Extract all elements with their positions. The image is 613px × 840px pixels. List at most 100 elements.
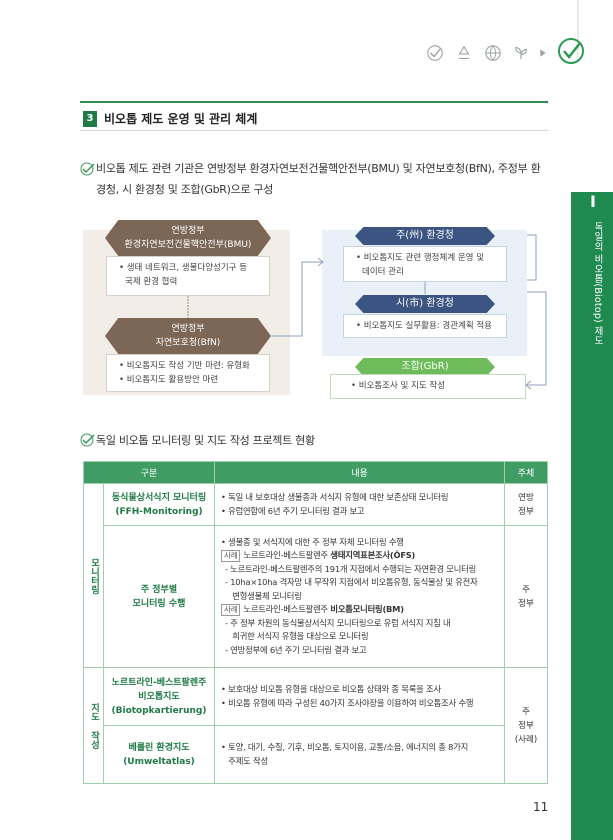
example-tag: 사례 (221, 604, 241, 617)
globe-icon (485, 45, 501, 61)
row-content: • 독일 내 보호대상 생물종과 서식지 유형에 대한 보존상태 모니터링 • … (214, 483, 505, 526)
row-content: • 보호대상 비오톱 유형을 대상으로 비오톱 상태와 종 목록을 조사 • 비… (214, 667, 505, 726)
row-subject: 주 정부 (504, 525, 548, 668)
bmu-label: 연방정부 환경자연보전건물핵안전부(BMU) (105, 220, 271, 256)
bfn-items: • 비오톱지도 작성 기반 마련: 유형화 • 비오톱지도 활용방안 마련 (106, 354, 270, 392)
content-line: - 노르트라인-베스트팔렌주의 191개 지점에서 수행되는 자연환경 모니터링 (225, 563, 477, 574)
table-row: 베를린 환경지도 (Umweltatlas) • 토양, 대기, 수질, 기후,… (84, 725, 548, 784)
table-row: 모니터링 동식물상서식지 모니터링 (FFH-Monitoring) • 독일 … (83, 483, 548, 668)
check-shield-icon (427, 45, 443, 61)
content-line: - 10ha×10ha 격자망 내 무작위 지점에서 비오톱유형, 동식물상 및… (225, 577, 478, 588)
subject-line: 정부 (518, 720, 534, 731)
bmu-title-line2: 환경자연보전건물핵안전부(BMU) (124, 240, 252, 250)
example-bold: 비오톱모니터링(BM) (330, 604, 404, 615)
subject-line: 주 (522, 584, 530, 595)
bmu-title-line1: 연방정부 (171, 226, 205, 236)
header-category: 구분 (83, 461, 215, 484)
row-name-line: 주 정부별 (140, 584, 178, 595)
content-line: 희귀한 서식지 유형을 대상으로 모니터링 (225, 631, 369, 642)
content-line: • 독일 내 보호대상 생물종과 서식지 유형에 대한 보존상태 모니터링 (221, 492, 449, 502)
table-row: 지도 작성 노르트라인-베스트팔렌주 비오톱지도 (Biotopkartieru… (83, 667, 548, 784)
monitoring-table: 구분 내용 주체 모니터링 동식물상서식지 모니터링 (FFH-Monitori… (83, 461, 548, 784)
content-line: • 토양, 대기, 수질, 기후, 비오톱, 토지이용, 교통/소음, 에너지의… (221, 742, 469, 752)
recycle-icon (458, 45, 470, 59)
bfn-item-2: • 비오톱지도 활용방안 마련 (119, 375, 219, 385)
union-label: 조합(GbR) (355, 358, 495, 376)
bmu-item-1: • 생태 네트워크, 생물다양성기구 등 (119, 263, 248, 273)
content-line: - 주 정부 차원의 동식물상서식지 모니터링으로 유럽 서식지 지침 내 (225, 617, 451, 628)
subject-line: 정부 (518, 598, 534, 609)
row-name-line: 동식물상서식지 모니터링 (111, 492, 207, 503)
subject-line: 정부 (518, 506, 534, 517)
content-line: • 보호대상 비오톱 유형을 대상으로 비오톱 상태와 종 목록을 조사 (221, 684, 441, 694)
side-band-top-line (577, 0, 579, 60)
plant-icon (515, 47, 527, 60)
subject-line: (사례) (514, 734, 538, 745)
example-bold: 생태지역표본조사(ÖFS) (330, 550, 416, 561)
state-item-1: • 비오톱지도 관련 행정체계 운영 및 (356, 253, 485, 263)
state-items: • 비오톱지도 관련 행정체계 운영 및 데이터 관리 (343, 246, 507, 282)
intro-text: 비오톱 제도 관련 기관은 연방정부 환경자연보전건물핵안전부(BMU) 및 자… (96, 162, 541, 196)
union-item-1: • 비오톱조사 및 지도 작성 (351, 381, 446, 391)
chapter-tab-mark: I (590, 192, 596, 211)
chapter-tab-label: 독일의 비오톱(Biotop) 제도 (592, 222, 603, 346)
section-top-rule (80, 101, 548, 103)
city-items: • 비오톱지도 실무활용: 경관계획 적용 (343, 314, 507, 338)
bmu-items: • 생태 네트워크, 생물다양성기구 등 국제 환경 협력 (106, 256, 270, 296)
example-prefix: 노르트라인-베스트팔렌주 (243, 604, 331, 615)
row-name-line: 모니터링 수행 (132, 598, 186, 609)
row-content: • 토양, 대기, 수질, 기후, 비오톱, 토지이용, 교통/소음, 에너지의… (214, 725, 505, 784)
row-name-line: (FFH-Monitoring) (115, 506, 203, 517)
row-name: 동식물상서식지 모니터링 (FFH-Monitoring) (103, 483, 215, 526)
row-name: 주 정부별 모니터링 수행 (103, 525, 215, 668)
bfn-item-1: • 비오톱지도 작성 기반 마련: 유형화 (119, 361, 250, 371)
row-name-line: 노르트라인-베스트팔렌주 (111, 677, 207, 688)
bmu-item-2: 국제 환경 협력 (125, 277, 178, 287)
example-tag: 사례 (221, 550, 241, 563)
state-item-2: 데이터 관리 (362, 267, 404, 277)
table-row: 주 정부별 모니터링 수행 • 생물종 및 서식지에 대한 주 정부 자체 모니… (84, 525, 548, 668)
content-line: 변형생물체 모니터링 (225, 590, 302, 601)
header-subject: 주체 (504, 461, 548, 484)
group-mapping-label: 지도 작성 (89, 702, 99, 749)
union-items: • 비오톱조사 및 지도 작성 (330, 374, 526, 399)
content-line: • 유럽연합에 6년 주기 모니터링 결과 보고 (221, 505, 365, 516)
state-label: 주(州) 환경청 (355, 227, 495, 245)
bfn-title-line1: 연방정부 (171, 324, 205, 334)
table-heading: 독일 비오톱 모니터링 및 지도 작성 프로젝트 현황 (96, 434, 315, 447)
row-name: 베를린 환경지도 (Umweltatlas) (103, 725, 215, 784)
row-name-line: (Biotopkartierung) (111, 705, 207, 716)
content-line: • 생물종 및 서식지에 대한 주 정부 자체 모니터링 수행 (221, 536, 404, 547)
chapter-tab[interactable] (571, 192, 613, 840)
bfn-label: 연방정부 자연보호청(BfN) (105, 318, 271, 354)
check-bullet-icon (80, 433, 95, 447)
content-line: - 연방정부에 6년 주기 모니터링 결과 보고 (225, 644, 367, 655)
group-monitoring: 모니터링 (83, 483, 104, 668)
header-content: 내용 (214, 461, 505, 484)
check-bullet-icon (80, 162, 95, 176)
group-mapping: 지도 작성 (83, 667, 104, 784)
section-title: 비오톱 제도 운영 및 관리 체계 (104, 112, 258, 126)
bfn-title-line2: 자연보호청(BfN) (155, 338, 221, 348)
subject-line: 주 (522, 706, 530, 717)
row-name: 노르트라인-베스트팔렌주 비오톱지도 (Biotopkartierung) (103, 667, 215, 726)
row-name-line: (Umweltatlas) (123, 756, 195, 767)
group-monitoring-label: 모니터링 (89, 557, 99, 594)
row-name-line: 베를린 환경지도 (128, 742, 190, 753)
page-number: 11 (533, 800, 549, 814)
city-item-1: • 비오톱지도 실무활용: 경관계획 적용 (356, 321, 492, 331)
play-icon (540, 49, 546, 57)
subject-line: 연방 (518, 492, 534, 503)
example-prefix: 노르트라인-베스트팔렌주 (243, 550, 331, 561)
row-subject: 주 정부 (사례) (504, 667, 548, 784)
leaf-check-icon (558, 38, 584, 64)
section-underline (80, 130, 548, 131)
content-line: • 비오톱 유형에 따라 구성된 40가지 조사야장을 이용하여 비오톱조사 수… (221, 697, 474, 708)
city-label: 시(市) 환경청 (355, 295, 495, 313)
row-name-line: 비오톱지도 (138, 691, 180, 702)
